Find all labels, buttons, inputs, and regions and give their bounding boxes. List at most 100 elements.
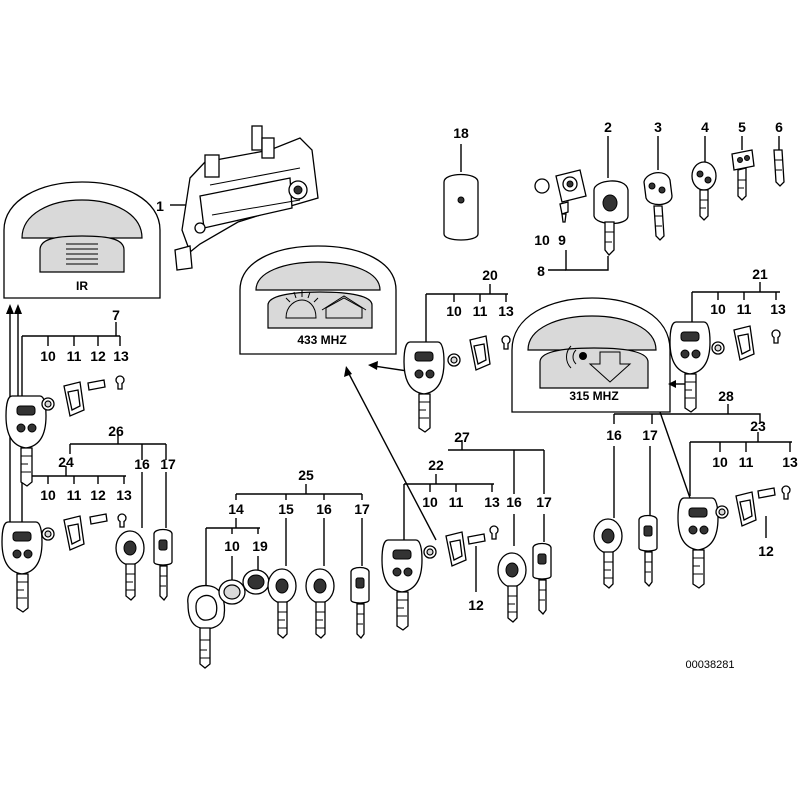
callout-24-12: 12 xyxy=(90,487,106,503)
round-key-16 xyxy=(593,518,623,589)
callout-6: 6 xyxy=(775,119,783,135)
callout-9: 9 xyxy=(558,232,566,248)
signal-icon xyxy=(566,345,587,369)
ring-19 xyxy=(242,569,270,595)
slim-key-17 xyxy=(532,542,552,615)
callout-1: 1 xyxy=(156,198,164,214)
plate-12 xyxy=(757,487,776,499)
callout-7-11: 11 xyxy=(67,348,82,364)
callout-20-11: 11 xyxy=(473,303,488,319)
group-28-parts xyxy=(593,514,658,589)
screw-13 xyxy=(117,513,127,528)
callout-20-13: 13 xyxy=(498,303,514,319)
callout-22-13: 13 xyxy=(484,494,500,510)
callout-4: 4 xyxy=(701,119,709,135)
washer-10 xyxy=(423,545,437,559)
ir-key-panel: IR xyxy=(3,181,161,299)
remote-key-7 xyxy=(5,395,47,487)
callout-25-17: 17 xyxy=(354,501,370,517)
remote-key-22 xyxy=(381,539,423,631)
group-23-parts xyxy=(677,485,791,589)
callout-5: 5 xyxy=(738,119,746,135)
figure-id: 00038281 xyxy=(686,659,735,671)
callout-21-11: 11 xyxy=(737,301,752,317)
callout-2: 2 xyxy=(604,119,612,135)
clip-11 xyxy=(735,491,757,527)
clip-11 xyxy=(469,335,491,371)
callout-12-middle: 12 xyxy=(468,597,484,613)
clip-11 xyxy=(733,325,755,361)
washer-10-top xyxy=(534,178,550,194)
screw-13 xyxy=(781,485,791,500)
callout-10-top: 10 xyxy=(534,232,550,248)
mhz315-label: 315 MHZ xyxy=(569,389,618,403)
remote-key-23 xyxy=(677,497,719,589)
callout-21-13: 13 xyxy=(770,301,786,317)
callout-22-10: 10 xyxy=(422,494,438,510)
screw-13 xyxy=(489,525,499,540)
remote-key-21 xyxy=(669,321,711,413)
callout-24: 24 xyxy=(58,454,74,470)
callout-8: 8 xyxy=(537,263,545,279)
callout-7-10: 10 xyxy=(40,348,56,364)
round-key-16 xyxy=(305,568,335,639)
callout-numbers: 1 2 3 4 5 6 18 10 9 8 7 10 11 12 13 26 2… xyxy=(40,119,798,613)
callout-24-17: 17 xyxy=(160,456,176,472)
key-4 xyxy=(691,161,717,221)
callout-14-19: 19 xyxy=(252,538,268,554)
house-icon xyxy=(321,295,367,319)
callout-28: 28 xyxy=(718,388,734,404)
callout-28-16: 16 xyxy=(606,427,622,443)
callout-25-16: 16 xyxy=(316,501,332,517)
callout-25-15: 15 xyxy=(278,501,294,517)
key-3 xyxy=(643,172,673,241)
ir-window-icon xyxy=(66,243,98,265)
group-22-parts xyxy=(381,525,552,631)
round-key-16 xyxy=(115,530,145,601)
callout-24-11: 11 xyxy=(67,487,82,503)
callout-22: 22 xyxy=(428,457,444,473)
callout-21: 21 xyxy=(752,266,768,282)
slim-key-17 xyxy=(350,566,370,639)
remote-key-20 xyxy=(403,341,445,433)
headlight-icon xyxy=(285,290,319,319)
callout-3: 3 xyxy=(654,119,662,135)
leader-lines xyxy=(6,136,792,592)
callout-22-11: 11 xyxy=(449,494,464,510)
cover-18 xyxy=(443,173,479,241)
mhz433-label: 433 MHZ xyxy=(297,333,346,347)
washer-10 xyxy=(41,527,55,541)
lock-housing-9 xyxy=(555,169,587,223)
plate-12 xyxy=(467,533,486,545)
callout-12-right: 12 xyxy=(758,543,774,559)
clip-11 xyxy=(445,531,467,567)
round-key-15 xyxy=(267,568,297,639)
callout-7: 7 xyxy=(112,307,120,323)
group-24-parts xyxy=(1,513,173,613)
callout-7-13: 13 xyxy=(113,348,129,364)
mhz315-key-panel: 315 MHZ xyxy=(511,297,671,413)
washer-10 xyxy=(711,341,725,355)
callout-7-12: 12 xyxy=(90,348,106,364)
arrow-down-icon xyxy=(588,351,632,383)
clip-11 xyxy=(63,381,85,417)
plate-12 xyxy=(87,379,106,391)
plate-12 xyxy=(89,513,108,525)
washer-10 xyxy=(715,505,729,519)
callout-25: 25 xyxy=(298,467,314,483)
screw-13 xyxy=(115,375,125,390)
ir-label: IR xyxy=(76,279,88,293)
mhz433-key-panel: 433 MHZ xyxy=(239,245,397,355)
callout-23-10: 10 xyxy=(712,454,728,470)
round-key-16 xyxy=(497,552,527,623)
callout-20: 20 xyxy=(482,267,498,283)
washer-10 xyxy=(41,397,55,411)
callout-18: 18 xyxy=(453,125,469,141)
key-14 xyxy=(187,584,226,669)
screw-13 xyxy=(501,335,511,350)
key-5 xyxy=(731,149,755,201)
callout-21-10: 10 xyxy=(710,301,726,317)
screw-13 xyxy=(771,329,781,344)
ring-10 xyxy=(218,579,246,605)
